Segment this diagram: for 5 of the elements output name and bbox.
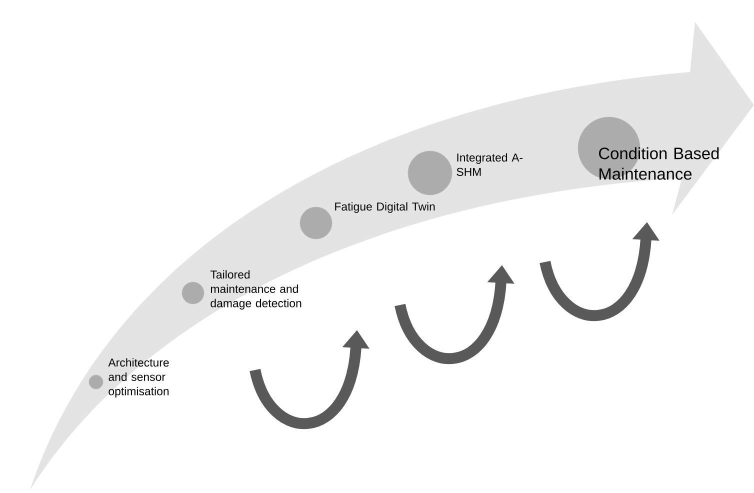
step-label: Tailored maintenance and damage detection bbox=[210, 270, 302, 310]
step-label: Fatigue Digital Twin bbox=[335, 202, 435, 213]
step-label: Integrated A-SHM bbox=[456, 153, 523, 176]
step-label: Condition Based Maintenance bbox=[599, 147, 719, 180]
step-label: Architecture and sensor optimisation bbox=[108, 358, 169, 398]
